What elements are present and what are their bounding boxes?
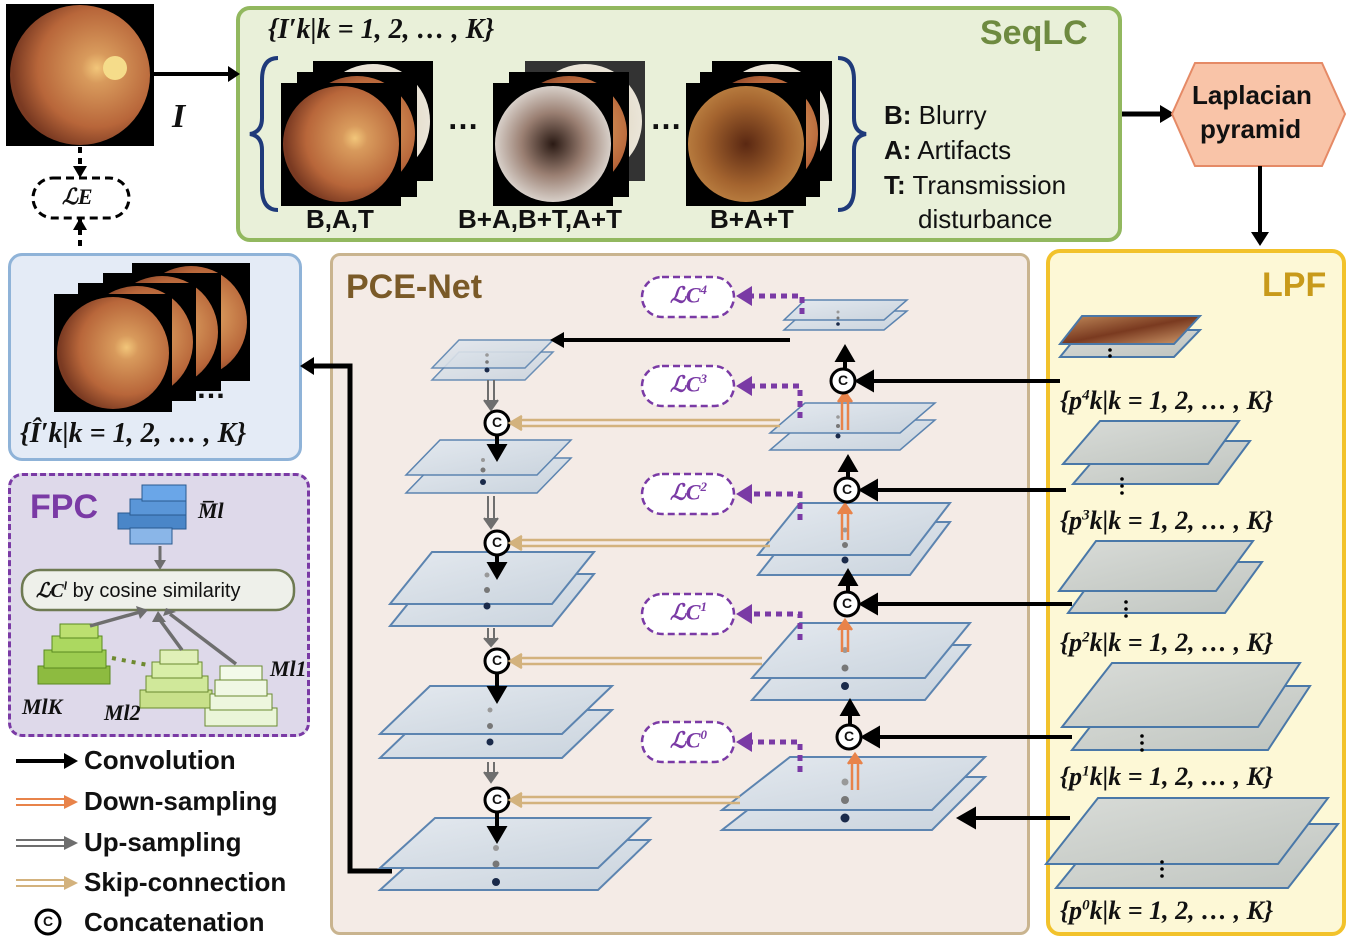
lpf-pyramid-level-0	[1043, 797, 1341, 889]
legend-skip-connection: Skip-connection	[84, 867, 287, 897]
reconstructed-images	[54, 263, 250, 412]
input-fundus-image	[6, 4, 154, 146]
decoder-upsampling-arrows	[483, 380, 499, 784]
loss-c-connectors	[750, 293, 805, 772]
loss-c2-label: ℒC2	[670, 479, 708, 505]
seqlc-stack-1	[281, 61, 433, 206]
left-brace	[249, 56, 279, 212]
loss-c1-label: ℒC1	[670, 599, 708, 625]
encoder-conv-arrows	[834, 344, 861, 725]
lpf-pyramid-level-2	[1057, 540, 1264, 618]
ellipsis-2: …	[650, 100, 682, 136]
loss-c3-label: ℒC3	[670, 371, 708, 397]
legend-text-disturbance: disturbance	[918, 204, 1053, 234]
pce-net-title: PCE-Net	[346, 268, 483, 306]
laplacian-line1: Laplacian	[1192, 80, 1312, 110]
legend-down-sampling: Down-sampling	[84, 786, 278, 816]
fpc-loss-box	[20, 568, 296, 612]
reconstruction-label: {Î′k|k = 1, 2, … , K}	[20, 418, 247, 449]
ellipsis-1: …	[447, 100, 479, 136]
lpf-pyramid-level-1	[1059, 662, 1312, 752]
lpf-input-arrows	[853, 369, 1072, 830]
fpc-feature-k-label: MlK	[22, 694, 63, 719]
fpc-mean-feature-label: M̅l	[198, 498, 224, 523]
group-label-pairs: B+A,B+T,A+T	[458, 204, 622, 234]
reconstruction-ellipsis: …	[196, 372, 226, 405]
legend-key-a: A:	[884, 135, 912, 165]
fpc-loss-label: ℒCl by cosine similarity	[36, 578, 241, 602]
loss-c0-label: ℒC0	[670, 727, 708, 753]
seqlc-stack-3	[686, 61, 832, 206]
fpc-feature-1-label: Ml1	[270, 656, 307, 681]
encoder-stacks	[719, 299, 988, 831]
legend-convolution: Convolution	[84, 745, 236, 775]
fpc-similarity-arrows	[89, 610, 238, 666]
fpc-mean-feature	[117, 484, 187, 545]
lpf-pyramid-level-4	[1057, 315, 1203, 358]
fpc-feature-2-label: Ml2	[104, 700, 141, 725]
seqlc-stack-2	[493, 61, 645, 206]
fpc-title: FPC	[30, 488, 98, 526]
right-brace	[837, 56, 867, 212]
legend-text-transmission: Transmission	[912, 170, 1067, 200]
skip-connections	[507, 414, 780, 809]
group-label-single: B,A,T	[306, 204, 374, 234]
input-label: I	[172, 98, 186, 135]
seqlc-title: SeqLC	[980, 14, 1088, 52]
loss-c4-label: ℒC4	[670, 282, 708, 308]
legend-key-t: T:	[884, 170, 906, 200]
laplacian-pyramid-block	[1170, 62, 1347, 167]
legend-text-blurry: Blurry	[918, 100, 987, 130]
legend-text-artifacts: Artifacts	[917, 135, 1012, 165]
decoder-stacks	[377, 339, 653, 891]
fpc-feature-2	[139, 649, 213, 709]
legend-concatenation: Concatenation	[84, 907, 265, 937]
laplacian-line2: pyramid	[1200, 114, 1302, 144]
legend-arrows	[16, 753, 78, 936]
decoder-concat-nodes	[483, 409, 511, 814]
lpf-title: LPF	[1262, 266, 1327, 304]
group-label-triple: B+A+T	[710, 204, 794, 234]
fpc-feature-k	[37, 623, 111, 685]
legend-key-b: B:	[884, 100, 912, 130]
fpc-feature-1	[204, 665, 278, 727]
loss-c-boxes	[640, 275, 736, 764]
legend-up-sampling: Up-sampling	[84, 827, 242, 857]
loss-e-label: ℒE	[62, 184, 93, 209]
seqlc-set-label: {I′k|k = 1, 2, … , K}	[268, 14, 495, 45]
feature-dots	[480, 310, 850, 886]
decoder-conv-arrows	[486, 436, 508, 844]
lpf-pyramid-level-3	[1060, 420, 1252, 495]
